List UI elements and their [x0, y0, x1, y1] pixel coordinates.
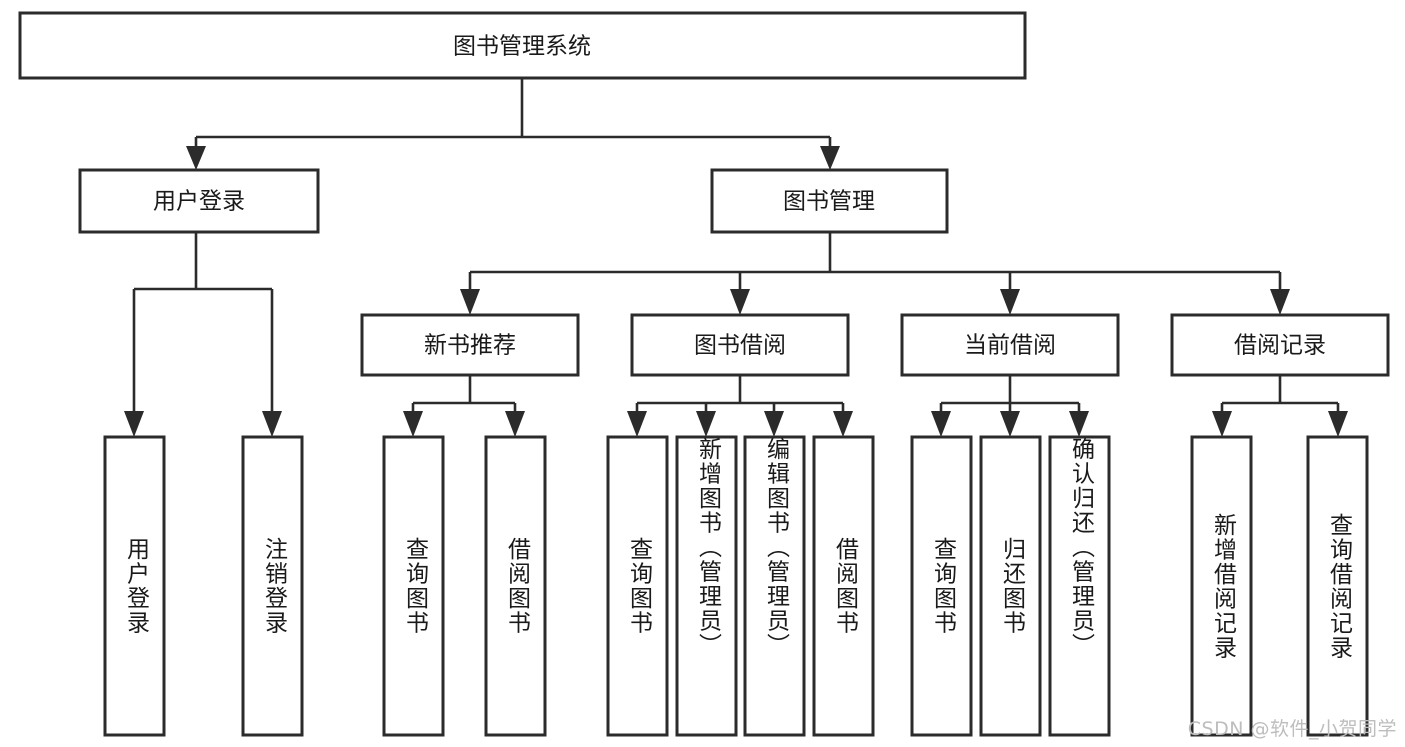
node-book-borrow-label: 图书借阅 [694, 333, 786, 359]
node-leaf-confirm-return-rect[interactable] [1048, 435, 1111, 737]
node-current-borrow-rect[interactable] [900, 313, 1120, 377]
node-leaf-borrow-book-2-rect[interactable] [812, 435, 875, 737]
node-user-login-rect[interactable] [78, 168, 320, 234]
arrowhead-leaf-add-book [696, 411, 716, 437]
arrowhead-leaf-query-book-1 [403, 411, 423, 437]
arrowhead-user-login [186, 146, 206, 170]
arrowhead-leaf-return-book [1000, 411, 1020, 437]
arrowhead-book-management [820, 146, 840, 170]
node-book-management-rect[interactable] [710, 168, 949, 234]
node-leaf-borrow-book-1-rect[interactable] [484, 435, 547, 737]
node-root[interactable]: 图书管理系统 [18, 11, 1027, 80]
node-user-login[interactable]: 用户登录 [78, 168, 320, 234]
node-new-book-recommend-label: 新书推荐 [424, 333, 516, 359]
node-book-management-label: 图书管理 [783, 189, 875, 215]
node-borrow-record-label: 借阅记录 [1234, 333, 1326, 359]
node-borrow-record-rect[interactable] [1170, 313, 1390, 377]
arrowhead-leaf-query-book-3 [931, 411, 951, 437]
node-new-book-recommend[interactable]: 新书推荐 [360, 313, 580, 377]
node-leaf-add-book-rect[interactable] [675, 435, 738, 737]
arrowhead-leaf-logout-login [262, 411, 282, 437]
node-book-management[interactable]: 图书管理 [710, 168, 949, 234]
arrowhead-book-borrow [730, 289, 750, 315]
node-leaf-return-book-rect[interactable] [979, 435, 1042, 737]
node-user-login-label: 用户登录 [153, 189, 245, 215]
arrowhead-leaf-borrow-book-1 [505, 411, 525, 437]
arrowhead-leaf-query-book-2 [627, 411, 647, 437]
connector-group [124, 78, 1348, 437]
node-root-label: 图书管理系统 [453, 34, 591, 60]
arrowhead-current-borrow [1000, 289, 1020, 315]
node-borrow-record[interactable]: 借阅记录 [1170, 313, 1390, 377]
arrowhead-leaf-borrow-book-2 [833, 411, 853, 437]
arrowhead-leaf-confirm-return [1069, 411, 1089, 437]
watermark-text: CSDN @软件_小贺同学 [1187, 718, 1397, 740]
node-book-borrow[interactable]: 图书借阅 [630, 313, 850, 377]
arrowhead-leaf-edit-book [764, 411, 784, 437]
node-leaf-query-record-rect[interactable] [1306, 435, 1369, 737]
node-leaf-query-book-3-rect[interactable] [910, 435, 973, 737]
node-leaf-logout-login-rect[interactable] [241, 435, 304, 737]
node-leaf-user-login-rect[interactable] [103, 435, 166, 737]
node-leaf-add-record-rect[interactable] [1190, 435, 1253, 737]
arrowhead-new-book-recommend [460, 289, 480, 315]
node-current-borrow-label: 当前借阅 [964, 333, 1056, 359]
node-new-book-recommend-rect[interactable] [360, 313, 580, 377]
node-current-borrow[interactable]: 当前借阅 [900, 313, 1120, 377]
arrowhead-leaf-user-login [124, 411, 144, 437]
arrowhead-leaf-query-record [1328, 411, 1348, 437]
node-leaf-query-book-1-rect[interactable] [382, 435, 445, 737]
node-leaf-edit-book-rect[interactable] [743, 435, 806, 737]
node-book-borrow-rect[interactable] [630, 313, 850, 377]
arrowhead-borrow-record [1270, 289, 1290, 315]
node-leaf-query-book-2-rect[interactable] [606, 435, 669, 737]
node-root-rect[interactable] [18, 11, 1027, 80]
arrowhead-leaf-add-record [1212, 411, 1232, 437]
